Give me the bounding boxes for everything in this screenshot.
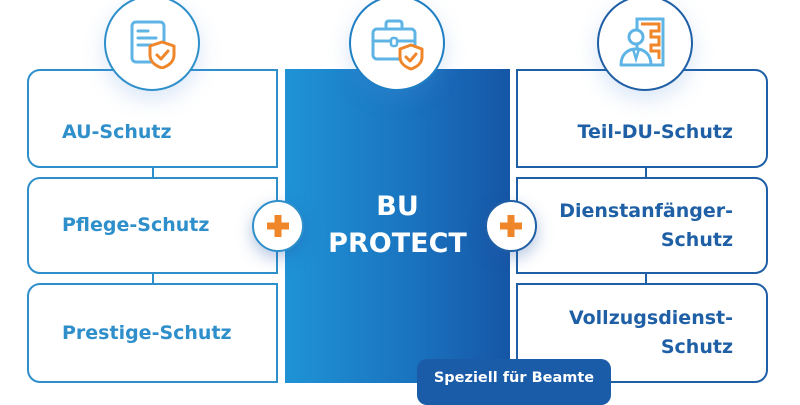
special-badge: Speziell für Beamte [417,359,611,405]
center-panel-bu-protect: BU PROTECT [285,69,510,383]
connector-line [645,273,647,285]
left-box-prestige-schutz: Prestige-Schutz [27,283,278,383]
plus-icon-circle-left [252,200,304,252]
connector-line [152,167,154,179]
box-label: Vollzugsdienst- Schutz [569,304,733,362]
right-box-vollzugsdienst-schutz: Vollzugsdienst- Schutz [516,283,768,383]
box-label: Teil-DU-Schutz [577,121,733,143]
right-box-dienstanfaenger-schutz: Dienstanfänger- Schutz [516,177,768,274]
plus-icon [267,215,289,237]
plus-icon-circle-right [485,200,537,252]
box-label: Prestige-Schutz [62,321,232,344]
document-shield-icon [130,20,176,69]
left-box-pflege-schutz: Pflege-Schutz [27,177,278,274]
center-title-line2: PROTECT [328,228,467,259]
box-label: Pflege-Schutz [62,214,210,236]
box-label: AU-Schutz [62,121,172,143]
box-label-line1: Vollzugsdienst- [568,307,733,329]
connector-line [152,273,154,285]
box-label-line2: Schutz [660,336,733,358]
civil-servant-files-icon-circle [597,0,693,91]
briefcase-shield-icon-circle [349,0,445,91]
civil-servant-files-icon [619,17,665,67]
center-title-line1: BU [376,191,419,222]
document-shield-icon-circle [104,0,200,91]
badge-label: Speziell für Beamte [433,370,595,386]
box-label-line1: Dienstanfänger- [559,199,733,222]
box-label: Dienstanfänger- Schutz [559,197,733,255]
box-label-line2: Schutz [660,228,733,251]
connector-line [645,167,647,179]
plus-icon [500,215,522,237]
briefcase-shield-icon [371,19,424,71]
